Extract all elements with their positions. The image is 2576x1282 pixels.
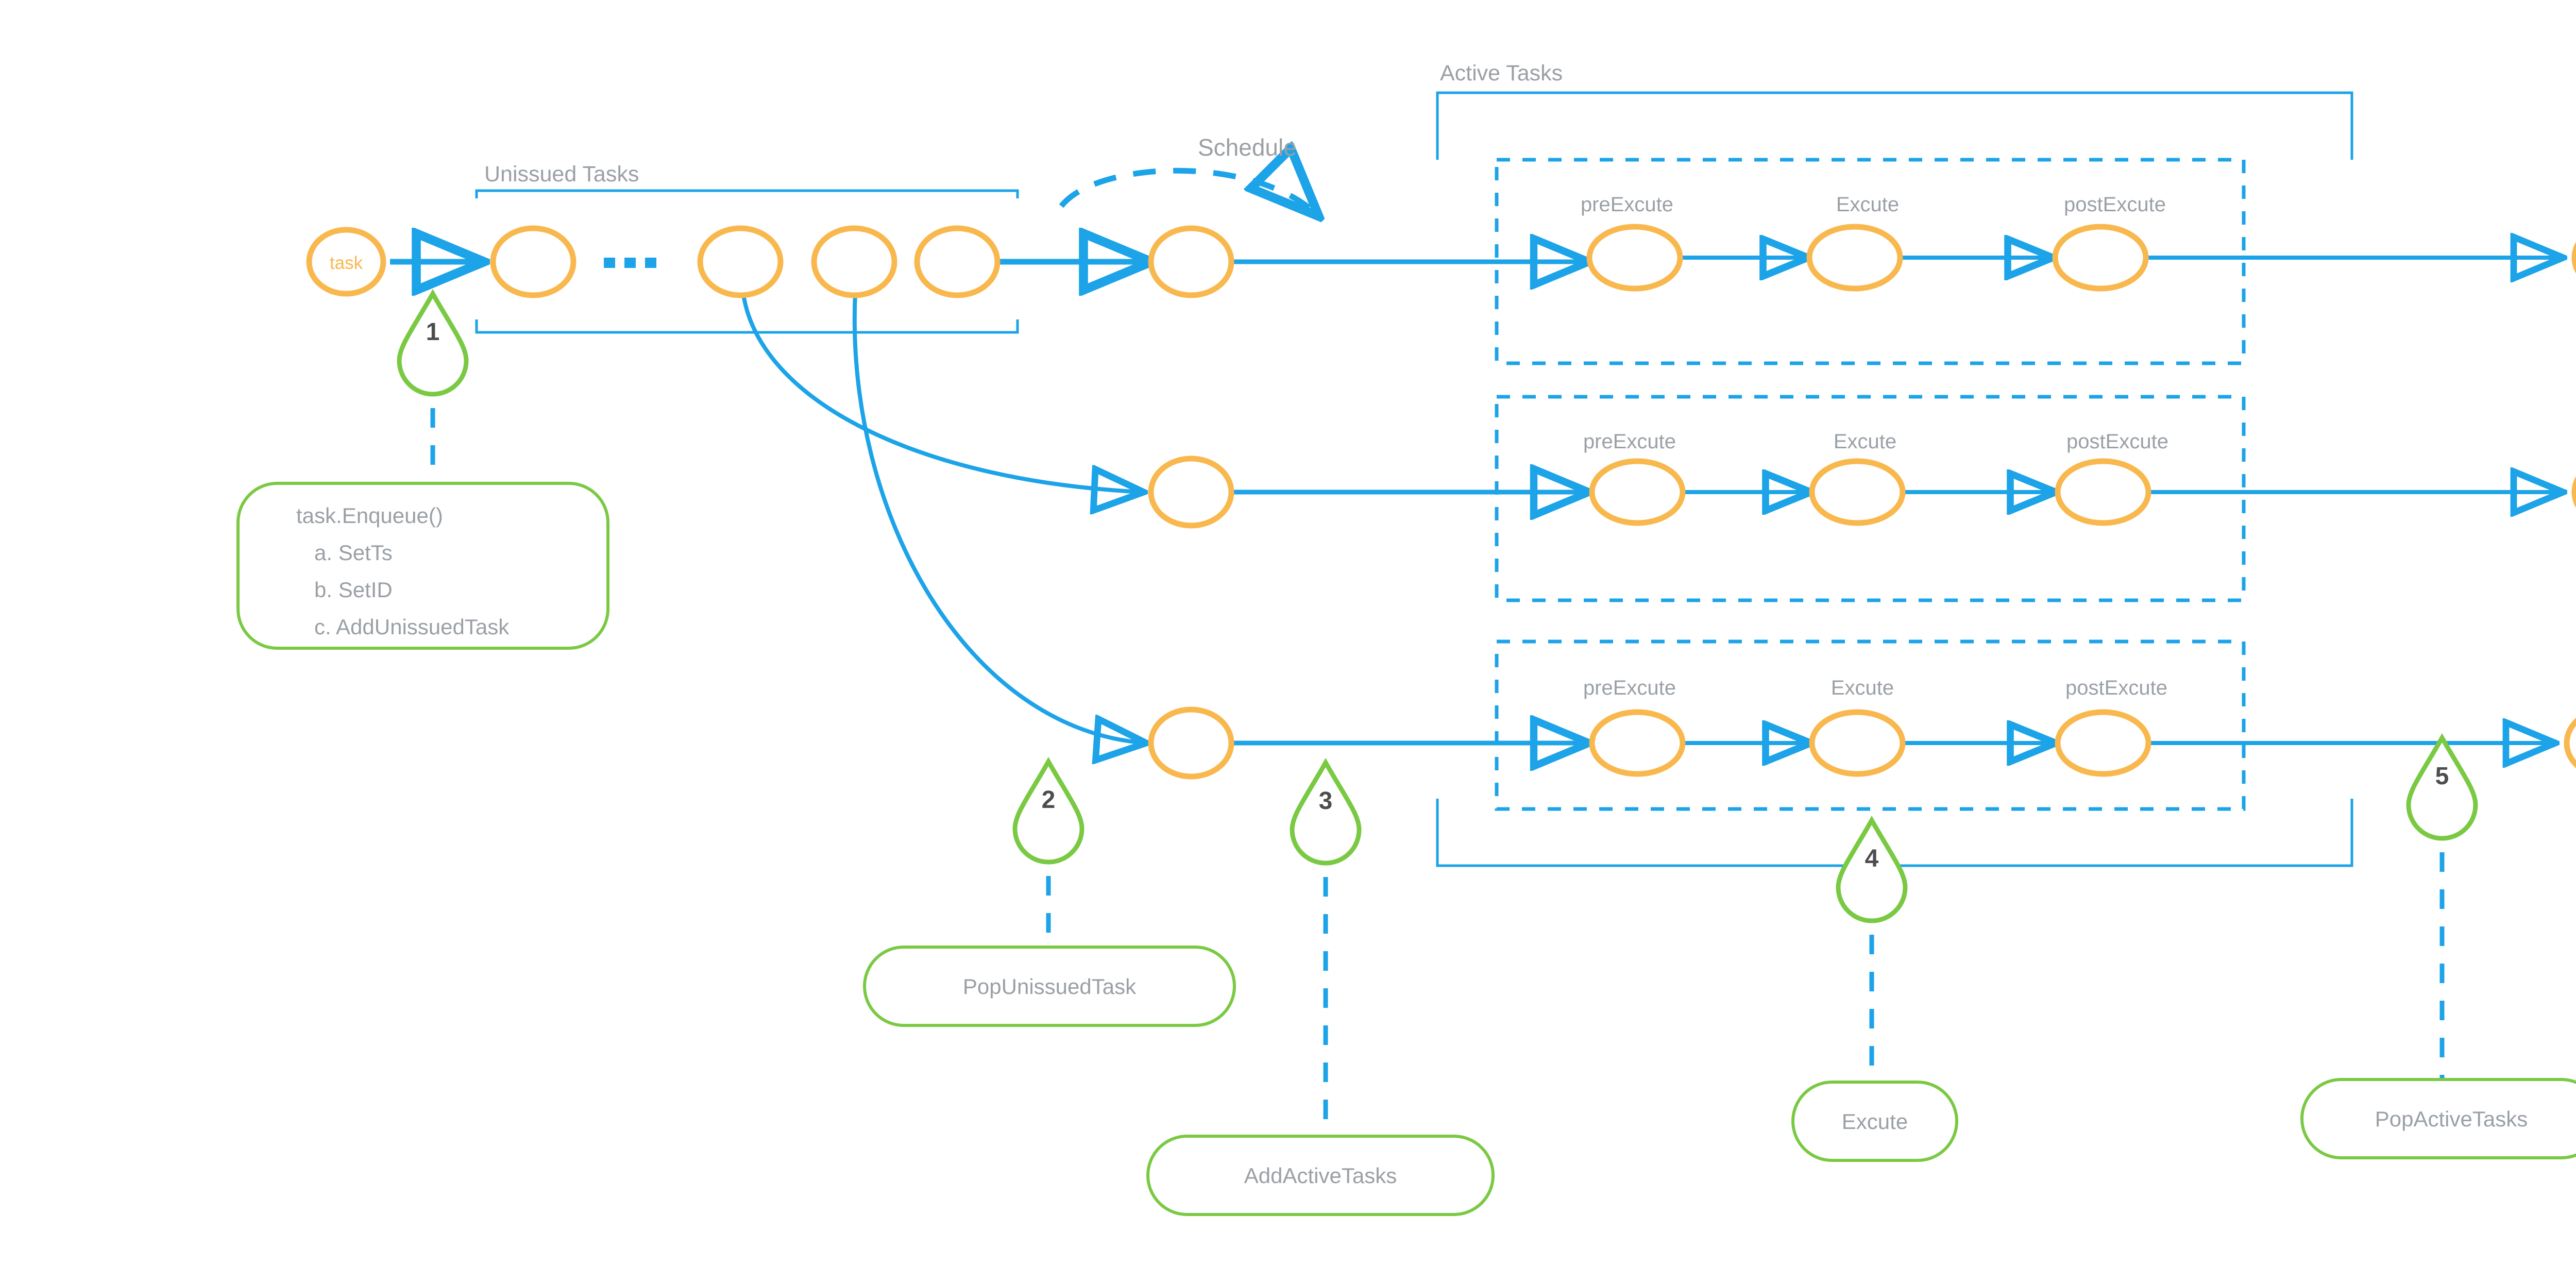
marker-pin-2: [1012, 756, 1084, 865]
node-scheduled-2: [1148, 456, 1234, 529]
schedule-label: Schedule: [1198, 134, 1297, 161]
marker-pin-5: [2406, 733, 2478, 841]
stage-label-preexcute-row-2: preExcute: [1583, 430, 1676, 453]
text-layer: task Unissued Tasks Active Tasks Schedul…: [296, 61, 2528, 1188]
node-task-label: task: [330, 253, 363, 273]
node-scheduled-3: [1148, 706, 1234, 780]
marker-number-4: 4: [1865, 845, 1879, 872]
callout-1-step-a: a. SetTs: [314, 541, 393, 565]
stage-label-preexcute-row-1: preExcute: [1581, 193, 1673, 216]
schedule-arc: [1059, 171, 1319, 216]
node-unissued-4: [914, 225, 1001, 298]
pipeline-box-row-1: [1495, 158, 2246, 365]
node-unissued-2: [697, 225, 784, 298]
pipeline-box-row-2: [1495, 395, 2246, 602]
marker-number-5: 5: [2435, 763, 2449, 790]
marker-number-1: 1: [426, 318, 440, 346]
callout-box-1: [236, 482, 609, 650]
node-unissued-1: [490, 225, 577, 298]
node-postexcute-row-2: [2055, 458, 2151, 526]
step-markers[interactable]: [397, 289, 2478, 923]
node-preexcute-row-3: [1589, 709, 1686, 777]
callout-1-step-c: c. AddUnissuedTask: [314, 615, 510, 639]
node-done-row-1: [2571, 242, 2576, 274]
marker-pin-1: [397, 289, 469, 397]
node-done-row-2: [2571, 476, 2576, 508]
marker-pin-4: [1836, 815, 1908, 923]
unissued-tasks-group-label: Unissued Tasks: [484, 162, 639, 187]
node-task: [306, 227, 386, 297]
stage-label-postexcute-row-2: postExcute: [2066, 430, 2168, 453]
pipeline-box-row-3: [1495, 639, 2246, 811]
stage-label-postexcute-row-1: postExcute: [2064, 193, 2166, 216]
node-preexcute-row-1: [1586, 224, 1683, 292]
pipeline-dashed-boxes: [1495, 158, 2246, 811]
flow-row-1: [390, 258, 2563, 262]
queue-ellipsis-icon: [604, 258, 656, 268]
node-scheduled-1: [1148, 225, 1234, 298]
callout-3-label: AddActiveTasks: [1244, 1163, 1397, 1188]
node-excute-row-2: [1809, 458, 1906, 526]
node-postexcute-row-1: [2052, 224, 2149, 292]
callout-1-title: task.Enqueue(): [296, 503, 443, 528]
node-excute-row-1: [1806, 224, 1903, 292]
callout-2-label: PopUnissuedTask: [963, 974, 1137, 999]
nodes: [306, 224, 2576, 780]
stage-label-excute-row-3: Excute: [1831, 677, 1894, 699]
callout-box-2: [863, 946, 1236, 1027]
marker-pin-3: [1290, 757, 1362, 866]
callout-box-5: [2300, 1078, 2576, 1159]
stage-label-excute-row-1: Excute: [1836, 193, 1899, 216]
stage-label-preexcute-row-3: preExcute: [1583, 677, 1676, 699]
callout-5-label: PopActiveTasks: [2375, 1107, 2528, 1131]
marker-number-3: 3: [1319, 787, 1333, 815]
callout-box-4: [1791, 1081, 1958, 1162]
active-tasks-group-label: Active Tasks: [1440, 61, 1563, 86]
stage-label-excute-row-2: Excute: [1834, 430, 1896, 453]
unissued-tasks-bracket: [475, 189, 1019, 334]
node-preexcute-row-2: [1589, 458, 1686, 526]
marker-number-2: 2: [1042, 786, 1056, 814]
dispatch-curves: [741, 291, 1146, 743]
node-unissued-3: [811, 225, 897, 298]
callout-1-step-b: b. SetID: [314, 578, 393, 602]
callout-shapes: [236, 482, 2576, 1216]
callout-4-label: Excute: [1842, 1109, 1908, 1134]
stage-label-postexcute-row-3: postExcute: [2065, 677, 2167, 699]
node-excute-row-3: [1809, 709, 1906, 777]
node-postexcute-row-3: [2055, 709, 2151, 777]
callout-box-3: [1146, 1135, 1495, 1216]
node-done-row-3: [2564, 717, 2576, 769]
